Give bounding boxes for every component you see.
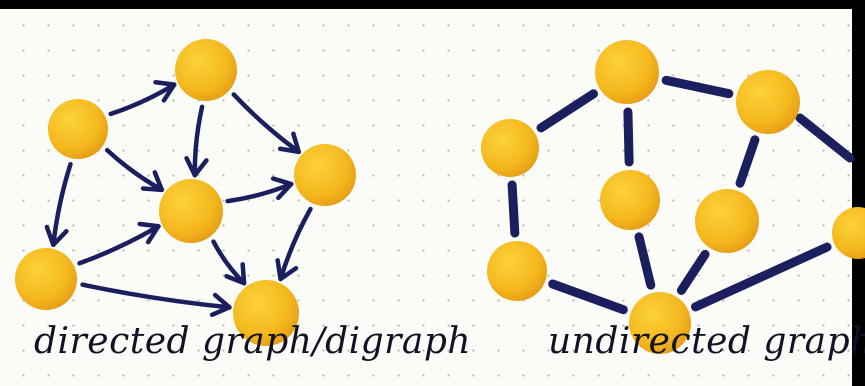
edge-layer: [44, 75, 855, 318]
undirected-edge-8: [548, 279, 628, 315]
undirected-edge-9: [691, 242, 832, 312]
undirected-node-8: [832, 207, 865, 259]
directed-graph-caption: directed graph/digraph: [34, 321, 472, 362]
directed-edge-arrow-4: [104, 147, 165, 193]
directed-edge-arrow-7: [275, 206, 313, 282]
directed-node-6: [233, 280, 299, 346]
directed-edge-arrow-9: [80, 282, 232, 318]
undirected-edge-2: [536, 89, 598, 133]
undirected-node-6: [487, 241, 547, 301]
undirected-node-5: [695, 189, 759, 253]
undirected-edge-7: [676, 249, 710, 295]
undirected-node-3: [481, 119, 539, 177]
undirected-node-7: [629, 292, 691, 354]
undirected-node-1: [595, 40, 659, 104]
directed-node-4: [294, 144, 356, 206]
undirected-edge-6: [634, 232, 656, 290]
undirected-edge-5: [507, 180, 520, 238]
node-layer: [15, 39, 865, 354]
directed-node-3: [159, 179, 223, 243]
undirected-edge-3: [623, 107, 634, 167]
directed-edge-arrow-10: [211, 239, 247, 286]
directed-edge-arrow-3: [231, 92, 302, 155]
undirected-edge-4: [735, 135, 760, 188]
directed-edge-arrow-5: [44, 161, 73, 248]
undirected-edge-offscreen: [795, 113, 855, 163]
directed-edge-arrow-6: [225, 176, 294, 204]
directed-node-5: [15, 248, 77, 310]
directed-node-1: [48, 99, 108, 159]
directed-node-2: [175, 39, 237, 101]
directed-edge-arrow-2: [184, 104, 209, 178]
undirected-edge-1: [661, 75, 734, 99]
directed-edge-arrow-1: [108, 80, 177, 117]
directed-edge-arrow-8: [77, 221, 161, 266]
undirected-node-4: [600, 170, 660, 230]
undirected-node-2: [736, 70, 800, 134]
undirected-graph-caption: undirected graph: [548, 321, 865, 362]
